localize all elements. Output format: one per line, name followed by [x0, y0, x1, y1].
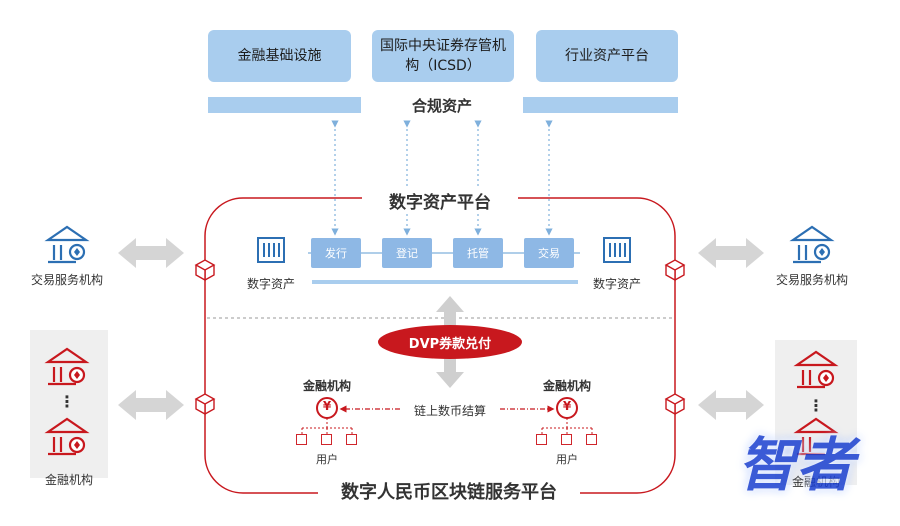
icsd-label-line1: 国际中央证券存管机	[380, 38, 506, 54]
double-arrow-icon	[118, 390, 184, 420]
bank-icon	[793, 417, 839, 456]
server-icon	[603, 237, 631, 263]
cube-icon	[664, 259, 686, 282]
user-left-label: 用户	[316, 453, 338, 466]
asset-bar	[312, 280, 578, 284]
user-node	[321, 434, 332, 445]
yuan-left-symbol: ¥	[322, 399, 332, 413]
user-node	[346, 434, 357, 445]
industry-box: 行业资产平台	[536, 30, 678, 82]
cube-icon	[194, 393, 216, 416]
blockchain-platform-title: 数字人民币区块链服务平台	[318, 478, 580, 504]
bank-icon	[789, 225, 835, 264]
ellipsis-left: ⋮	[59, 392, 75, 411]
bank-icon	[44, 225, 90, 264]
dvp-badge: DVP券款兑付	[378, 325, 522, 359]
inst-left-label: 金融机构	[302, 379, 351, 393]
cube-icon	[194, 259, 216, 282]
infra-label: 金融基础设施	[237, 48, 322, 64]
user-right-label: 用户	[556, 453, 578, 466]
trade-service-left-label: 交易服务机构	[30, 273, 103, 287]
step-register: 登记	[382, 238, 432, 268]
icsd-box: 国际中央证券存管机 构（ICSD）	[372, 30, 514, 82]
digital-asset-left-label: 数字资产	[246, 277, 295, 291]
step-custody: 托管	[453, 238, 503, 268]
user-node	[586, 434, 597, 445]
server-icon	[257, 237, 285, 263]
compliance-bar-left	[208, 97, 361, 113]
watermark: 智者	[738, 431, 855, 499]
user-node	[296, 434, 307, 445]
bank-icon	[44, 347, 90, 386]
double-arrow-icon	[698, 390, 764, 420]
icsd-label-line2: 构（ICSD）	[405, 58, 481, 74]
step-trade: 交易	[524, 238, 574, 268]
settlement-label: 链上数币结算	[413, 404, 486, 418]
double-arrow-icon	[698, 238, 764, 268]
inst-right-label: 金融机构	[542, 379, 591, 393]
platform-title: 数字资产平台	[362, 188, 518, 213]
fin-inst-left-label: 金融机构	[44, 473, 93, 487]
fin-inst-right-label: 金融机构	[791, 475, 840, 489]
industry-label: 行业资产平台	[565, 48, 649, 64]
step-issue: 发行	[311, 238, 361, 268]
bank-icon	[793, 350, 839, 389]
trade-service-right-label: 交易服务机构	[775, 273, 848, 287]
compliance-label: 合规资产	[411, 97, 472, 115]
compliance-bar-right	[523, 97, 678, 113]
double-arrow-icon	[118, 238, 184, 268]
bank-icon	[44, 417, 90, 456]
digital-asset-right-label: 数字资产	[592, 277, 641, 291]
yuan-right-symbol: ¥	[562, 399, 572, 413]
user-node	[561, 434, 572, 445]
infra-box: 金融基础设施	[208, 30, 351, 82]
ellipsis-right: ⋮	[808, 396, 824, 415]
cube-icon	[664, 393, 686, 416]
user-node	[536, 434, 547, 445]
